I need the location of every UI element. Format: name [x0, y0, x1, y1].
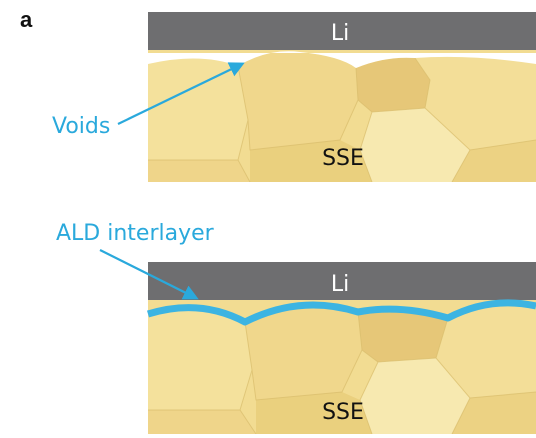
voids-arrow: [117, 62, 245, 125]
top-grain: [250, 140, 372, 182]
bottom-lithium-label: Li: [331, 272, 349, 297]
bottom-grain: [452, 392, 536, 434]
top-panel: Li SSE Voids: [52, 12, 536, 182]
top-grain: [452, 140, 536, 182]
bottom-sse-label: SSE: [322, 400, 364, 425]
bottom-sse-grains: [148, 300, 536, 434]
top-sse-grains: [148, 50, 536, 182]
voids-label: Voids: [52, 114, 110, 139]
bottom-grain: [245, 304, 362, 400]
ald-arrow: [99, 249, 199, 300]
bottom-grain: [436, 302, 536, 398]
bottom-grain: [256, 392, 372, 434]
top-grain: [148, 160, 250, 182]
top-void-gaps: [148, 51, 536, 68]
ald-interlayer-label: ALD interlayer: [56, 221, 215, 246]
top-grain: [148, 58, 248, 160]
top-grain: [360, 108, 470, 182]
bottom-grain: [358, 309, 448, 362]
panel-letter: a: [20, 7, 33, 32]
bottom-grain: [360, 358, 470, 434]
top-sse-label: SSE: [322, 146, 364, 171]
bottom-panel: Li SSE ALD interlayer: [56, 221, 536, 434]
top-grain: [238, 51, 358, 150]
bottom-grain: [148, 410, 256, 434]
top-grain: [356, 57, 430, 112]
ald-interlayer: [146, 299, 536, 326]
bottom-grain: [148, 307, 252, 410]
top-lithium-layer: [148, 12, 536, 53]
top-lithium-label: Li: [331, 21, 349, 46]
